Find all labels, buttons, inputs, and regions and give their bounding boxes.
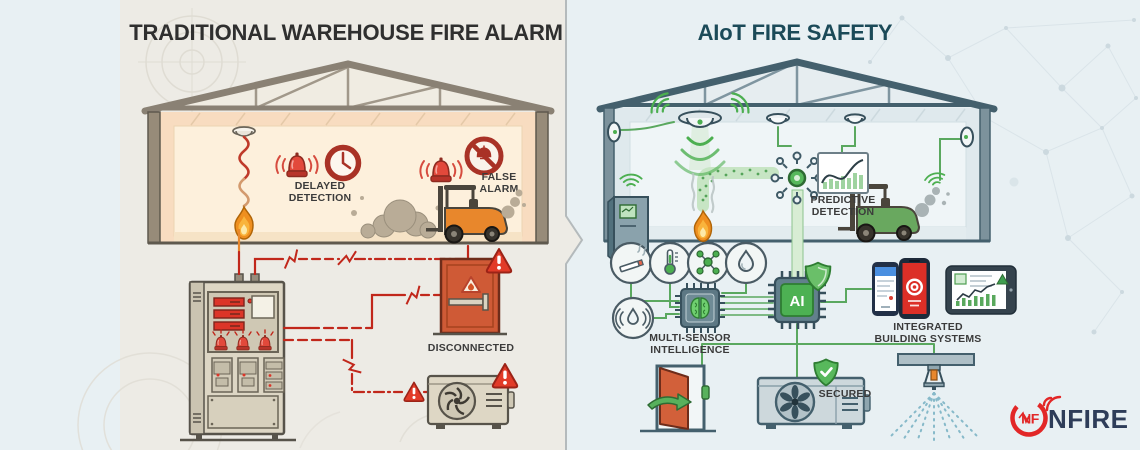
integrated-label-2: BUILDING SYSTEMS (874, 333, 981, 345)
logo-monogram: NF (1021, 411, 1040, 427)
door-push-bar (448, 298, 484, 306)
logo-pulse-line (1018, 411, 1030, 425)
panel-switch-modules (211, 357, 285, 393)
fire-door-closed: DISCONNECTED (428, 248, 515, 354)
false-alarm-label-1: FALSE (482, 171, 517, 183)
door-fire-warning-sign (461, 276, 481, 293)
delayed-detection-label-2: DETECTION (289, 192, 351, 204)
sensor-particle-icon (686, 241, 730, 285)
brain-chip-icon (675, 283, 725, 333)
ai-chip-label: AI (790, 293, 805, 310)
delayed-detection-group: DELAYED DETECTION (275, 144, 362, 204)
predictive-detection-label-2: DETECTION (812, 206, 874, 218)
auto-open-arrow-icon (647, 393, 692, 411)
hvac-unit-secured: SECURED (756, 358, 872, 429)
false-alarm-label-2: ALARM (480, 183, 519, 195)
smart-smoke-detector-icon (678, 110, 722, 128)
sprinkler-system (889, 353, 979, 444)
multi-sensor-label-1: MULTI-SENSOR (649, 332, 731, 344)
secured-label: SECURED (819, 388, 872, 400)
exit-door-open (640, 364, 716, 433)
tablet-dashboard (945, 265, 1017, 315)
wall-sensor-icon (960, 126, 974, 148)
door-actuator (701, 385, 710, 400)
ceiling-hatch (190, 112, 516, 126)
sensor-water-icon (724, 241, 768, 285)
roof-truss-members (159, 65, 531, 110)
forklift-exhaust-smoke (915, 187, 950, 217)
integrated-label-1: INTEGRATED (893, 321, 963, 333)
downward-detection-arcs (674, 136, 726, 176)
logo-signal-waves-icon (1042, 395, 1062, 412)
ceiling-detector-icon (766, 113, 790, 125)
smoke-wisps (690, 172, 716, 214)
sensor-smoke-icon (609, 241, 653, 285)
multi-sensor-label-2: INTELLIGENCE (650, 344, 729, 356)
nfire-logo: NF NFIRE (1010, 395, 1129, 437)
fire-smoke-squiggle (238, 135, 250, 208)
sensor-temperature-icon (648, 241, 692, 285)
false-alarm-group: FALSE ALARM (419, 136, 519, 195)
ceiling-detector-icon (844, 113, 866, 124)
predictive-detection-label-1: PREDICTIVE (810, 194, 875, 206)
logo-wordmark: NFIRE (1048, 404, 1129, 434)
left-warehouse (141, 60, 555, 245)
smoke-cloud (351, 196, 441, 239)
smoke-detector-icon (232, 126, 256, 137)
detection-beam (689, 124, 711, 170)
trend-chart-icon (817, 152, 869, 194)
alarm-control-panel (180, 273, 296, 442)
ac-unit (403, 363, 519, 429)
phone-monitoring-app (872, 262, 899, 316)
wall-sensor-icon (607, 121, 621, 143)
water-spray (889, 392, 979, 444)
wire-break-icons (283, 249, 421, 374)
right-title: AIoT FIRE SAFETY (698, 20, 893, 45)
sensor-humidity-icon (611, 296, 655, 340)
left-title: TRADITIONAL WAREHOUSE FIRE ALARM (129, 20, 563, 45)
ai-chip-icon: AI (768, 271, 826, 329)
roof-beams (141, 60, 555, 115)
delayed-detection-label-1: DELAYED (295, 180, 346, 192)
panel-beacons (212, 329, 274, 351)
panel-divider-chevron (565, 0, 584, 450)
forklift-exhaust-smoke (501, 189, 526, 219)
phone-alert-app (899, 258, 930, 319)
shield-icon (804, 261, 832, 292)
disconnected-label: DISCONNECTED (428, 342, 515, 354)
